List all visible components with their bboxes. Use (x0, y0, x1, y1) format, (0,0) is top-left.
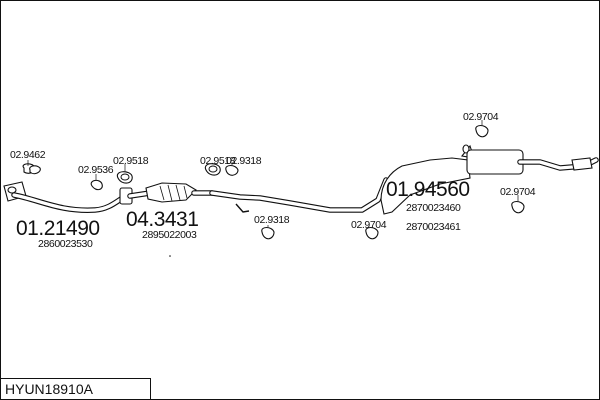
mount-02-9462[interactable] (22, 163, 41, 175)
centre-pipe-part[interactable] (209, 177, 389, 213)
mount-02-9704-a[interactable] (365, 226, 379, 240)
label-02-9318-a: 02.9318 (226, 155, 262, 167)
part-number-04-3431: 04.3431 (126, 208, 198, 231)
label-02-9704-c: 02.9704 (500, 186, 536, 198)
leader-lines (27, 120, 519, 227)
catalytic-converter-part[interactable] (127, 182, 215, 203)
part-number-01-21490: 01.21490 (16, 217, 100, 240)
oem-number-2895022003: 2895022003 (142, 229, 197, 241)
front-pipe-part[interactable] (3, 181, 133, 213)
mount-02-9318-a[interactable] (225, 164, 239, 176)
clamp-02-9518-a[interactable] (116, 171, 133, 184)
label-02-9704-b: 02.9704 (463, 111, 499, 123)
mount-02-9318-b[interactable] (261, 226, 275, 240)
rear-silencer-part[interactable] (380, 144, 599, 215)
oem-number-2870023460: 2870023460 (406, 202, 461, 214)
label-02-9518-a: 02.9518 (113, 155, 149, 167)
mount-02-9536[interactable] (90, 179, 103, 191)
mount-02-9704-c[interactable] (511, 200, 525, 214)
label-02-9462: 02.9462 (10, 149, 46, 161)
oem-number-2860023530: 2860023530 (38, 238, 93, 250)
stray-dot (169, 255, 171, 257)
oem-number-2870023461: 2870023461 (406, 221, 461, 233)
part-number-01-94560: 01.94560 (386, 178, 470, 201)
label-02-9518-b: 02.9518 (200, 155, 236, 167)
clamp-02-9518-b[interactable] (204, 163, 221, 176)
mount-02-9704-b[interactable] (475, 124, 489, 138)
mounting-parts (22, 124, 525, 240)
title-code: HYUN18910A (5, 381, 94, 397)
label-02-9704-a: 02.9704 (351, 219, 387, 231)
label-02-9318-b: 02.9318 (254, 214, 290, 226)
label-02-9536: 02.9536 (78, 164, 114, 176)
